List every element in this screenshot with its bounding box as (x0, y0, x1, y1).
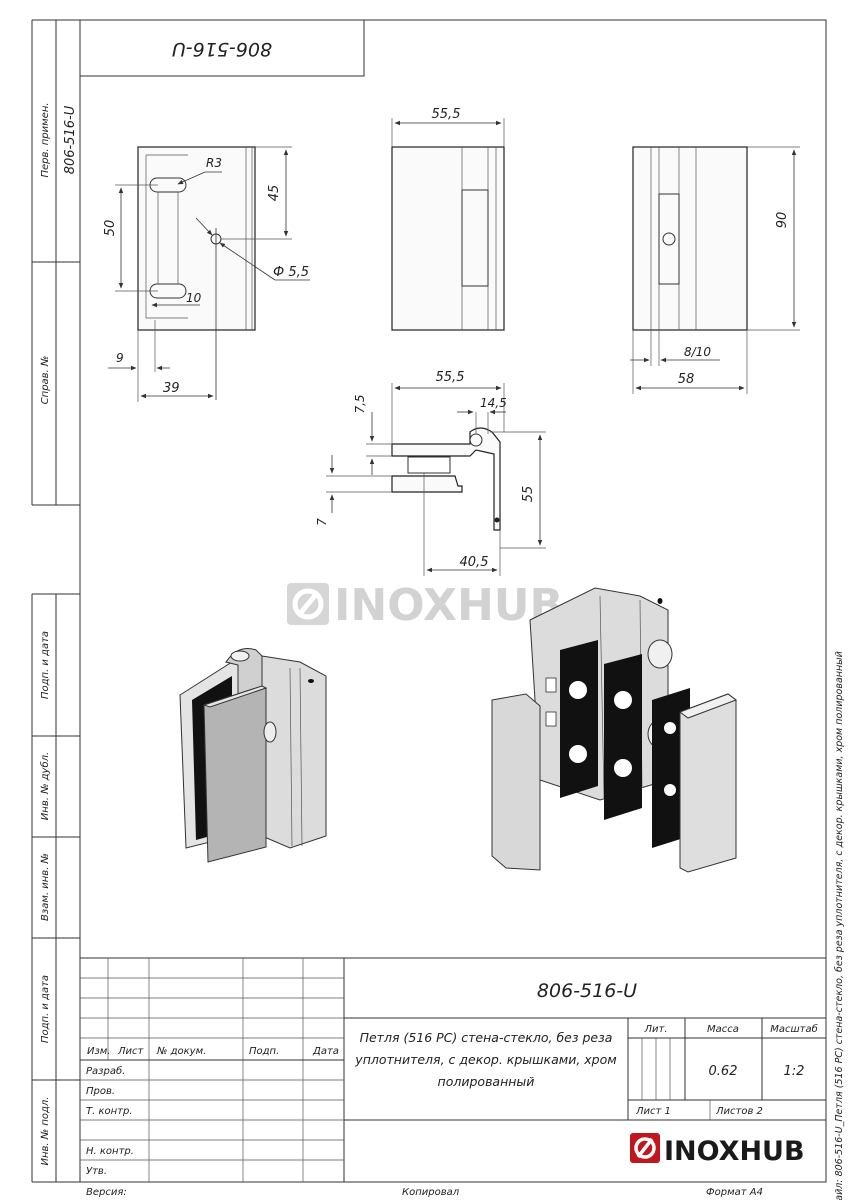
rotated-code-box (79, 19, 365, 77)
list-label: Лист 1 (635, 1106, 671, 1117)
front-view: 55,5 (391, 107, 505, 331)
dim-8-10: 8/10 (684, 345, 711, 359)
role-n-kontr: Н. контр. (86, 1146, 134, 1157)
dim-50: 50 (103, 220, 118, 237)
massa-label: Масса (707, 1024, 739, 1035)
rotated-code: 806-516-U (172, 38, 272, 60)
isometric-exploded (491, 587, 738, 873)
file-name-text: Файл: 806-516-U_Петля (516 PC) стена-сте… (834, 651, 845, 1200)
description-line-3: полированный (438, 1074, 535, 1089)
dim-7: 7 (315, 518, 329, 526)
watermark: INOXHUB (287, 580, 563, 631)
dim-39: 39 (163, 381, 180, 396)
hdr-izm: Изм. (87, 1046, 111, 1057)
vzam-inv-label: Взам. инв. № (40, 853, 51, 921)
lit-label: Лит. (643, 1024, 667, 1035)
dim-14-5: 14,5 (480, 396, 507, 410)
masshtab-value: 1:2 (784, 1064, 805, 1079)
dim-10: 10 (186, 291, 202, 305)
footer-kopiroval: Копировал (402, 1187, 460, 1198)
role-t-kontr: Т. контр. (86, 1106, 133, 1117)
isometric-assembled (179, 648, 327, 863)
dim-45: 45 (267, 185, 282, 202)
inv-podl-label: Инв. № подл. (40, 1097, 51, 1166)
dim-phi: Ф 5,5 (273, 265, 309, 280)
dim-58: 58 (678, 372, 695, 387)
description-line-2: уплотнителя, с декор. крышками, хром (354, 1052, 616, 1067)
sprav-no-label: Справ. № (40, 356, 51, 405)
dim-55: 55 (521, 486, 536, 503)
inoxhub-logo: INOXHUB (630, 1133, 805, 1167)
dim-40-5: 40,5 (460, 555, 489, 570)
side-view: R3 45 50 10 Ф 5,5 9 39 (103, 146, 310, 402)
left-margin: Перв. примен. 806-516-U Справ. № Подп. и… (31, 19, 80, 1183)
listov-label: Листов 2 (715, 1106, 763, 1117)
perv-primen-value: 806-516-U (63, 105, 78, 174)
title-block: Изм. Лист № докум. Подп. Дата Разраб. Пр… (80, 957, 826, 1182)
right-view: 90 8/10 58 (630, 146, 800, 394)
massa-value: 0.62 (709, 1064, 738, 1079)
role-utv: Утв. (86, 1166, 107, 1177)
dim-55-5-top: 55,5 (436, 370, 465, 385)
description-line-1: Петля (516 РС) стена-стекло, без реза (360, 1030, 613, 1045)
dim-90: 90 (775, 212, 790, 229)
hdr-podp: Подп. (249, 1046, 279, 1057)
role-prov: Пров. (86, 1086, 115, 1097)
sheet-border (79, 19, 827, 1183)
inv-dubl-label: Инв. № дубл. (39, 752, 51, 820)
dim-r3: R3 (206, 156, 222, 170)
footer-versiya: Версия: (86, 1187, 127, 1198)
podp-data-label-1: Подп. и дата (40, 631, 51, 699)
footer-format: Формат А4 (706, 1187, 763, 1198)
perv-primen-label: Перв. примен. (40, 102, 51, 177)
dim-7-5: 7,5 (353, 394, 367, 413)
hdr-data: Дата (312, 1046, 339, 1057)
hdr-docum: № докум. (156, 1046, 206, 1057)
title-code: 806-516-U (537, 980, 637, 1002)
dim-9: 9 (116, 351, 124, 365)
top-view: 55,5 14,5 7,5 55 7 40,5 (315, 370, 546, 576)
role-razrab: Разраб. (86, 1065, 125, 1077)
masshtab-label: Масштаб (770, 1023, 818, 1035)
logo-text: INOXHUB (664, 1136, 805, 1167)
hdr-list: Лист (117, 1046, 145, 1057)
podp-data-label-2: Подп. и дата (40, 975, 51, 1043)
dim-55-5-front: 55,5 (432, 107, 461, 122)
watermark-text: INOXHUB (334, 580, 563, 631)
